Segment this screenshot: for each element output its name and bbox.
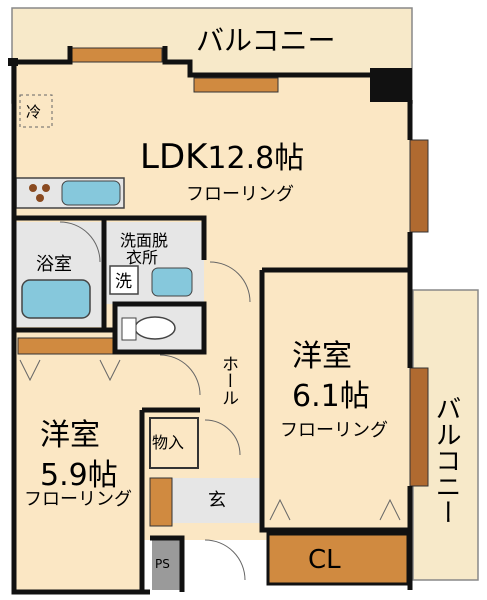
storage-label: 物入 <box>152 433 184 452</box>
western-right-floor: フローリング <box>280 420 388 441</box>
ldk-name: LDK12.8帖 <box>140 137 304 177</box>
ldk-floor: フローリング <box>186 184 294 205</box>
kitchen-sink <box>61 180 121 206</box>
window-right-2 <box>409 367 429 487</box>
ldk-title: LDK <box>140 137 209 177</box>
floor-left-room <box>14 350 142 590</box>
storage-cabinet <box>149 417 199 469</box>
walls <box>11 46 413 595</box>
entrance-cabinet <box>149 477 173 527</box>
wall-block-corner <box>370 68 412 102</box>
balcony-right-label: バルコニー <box>431 395 461 525</box>
western-right-name: 洋室 <box>292 339 352 374</box>
door-swings <box>19 221 401 581</box>
western-left-name: 洋室 <box>40 418 100 453</box>
bathtub <box>21 279 91 319</box>
wall-block-top <box>8 58 18 66</box>
toilet-bowl <box>134 316 176 340</box>
stove-burner <box>42 184 50 192</box>
cabinet-top-2 <box>193 77 279 93</box>
floor-ps <box>152 538 182 590</box>
hall-label: ホール <box>218 355 238 406</box>
western-right-size: 6.1帖 <box>292 379 370 414</box>
ldk-size: 12.8帖 <box>207 141 304 176</box>
cabinet-top-1 <box>71 47 163 63</box>
washer-box <box>109 265 139 295</box>
entrance-label: 玄 <box>208 490 226 511</box>
stove-burner <box>29 184 37 192</box>
floor-entrance <box>172 478 260 523</box>
closet-label: CL <box>308 545 341 575</box>
bath-label: 浴室 <box>36 254 72 275</box>
fridge-space <box>19 94 53 128</box>
washroom-label-2: 衣所 <box>126 248 158 267</box>
balcony-top-label: バルコニー <box>196 24 335 57</box>
washer-label: 洗 <box>115 272 132 292</box>
washroom-label-1: 洗面脱 <box>120 231 168 250</box>
stove-burner <box>36 194 44 202</box>
western-left-floor: フローリング <box>24 489 132 510</box>
closet-box <box>266 532 410 586</box>
washbasin <box>151 267 193 297</box>
window-right-1 <box>409 139 429 233</box>
fridge-label: 冷 <box>26 103 41 121</box>
toilet-tank <box>121 317 137 341</box>
ps-label: PS <box>155 557 170 571</box>
shelf-left <box>17 337 115 355</box>
western-left-size: 5.9帖 <box>40 458 118 493</box>
